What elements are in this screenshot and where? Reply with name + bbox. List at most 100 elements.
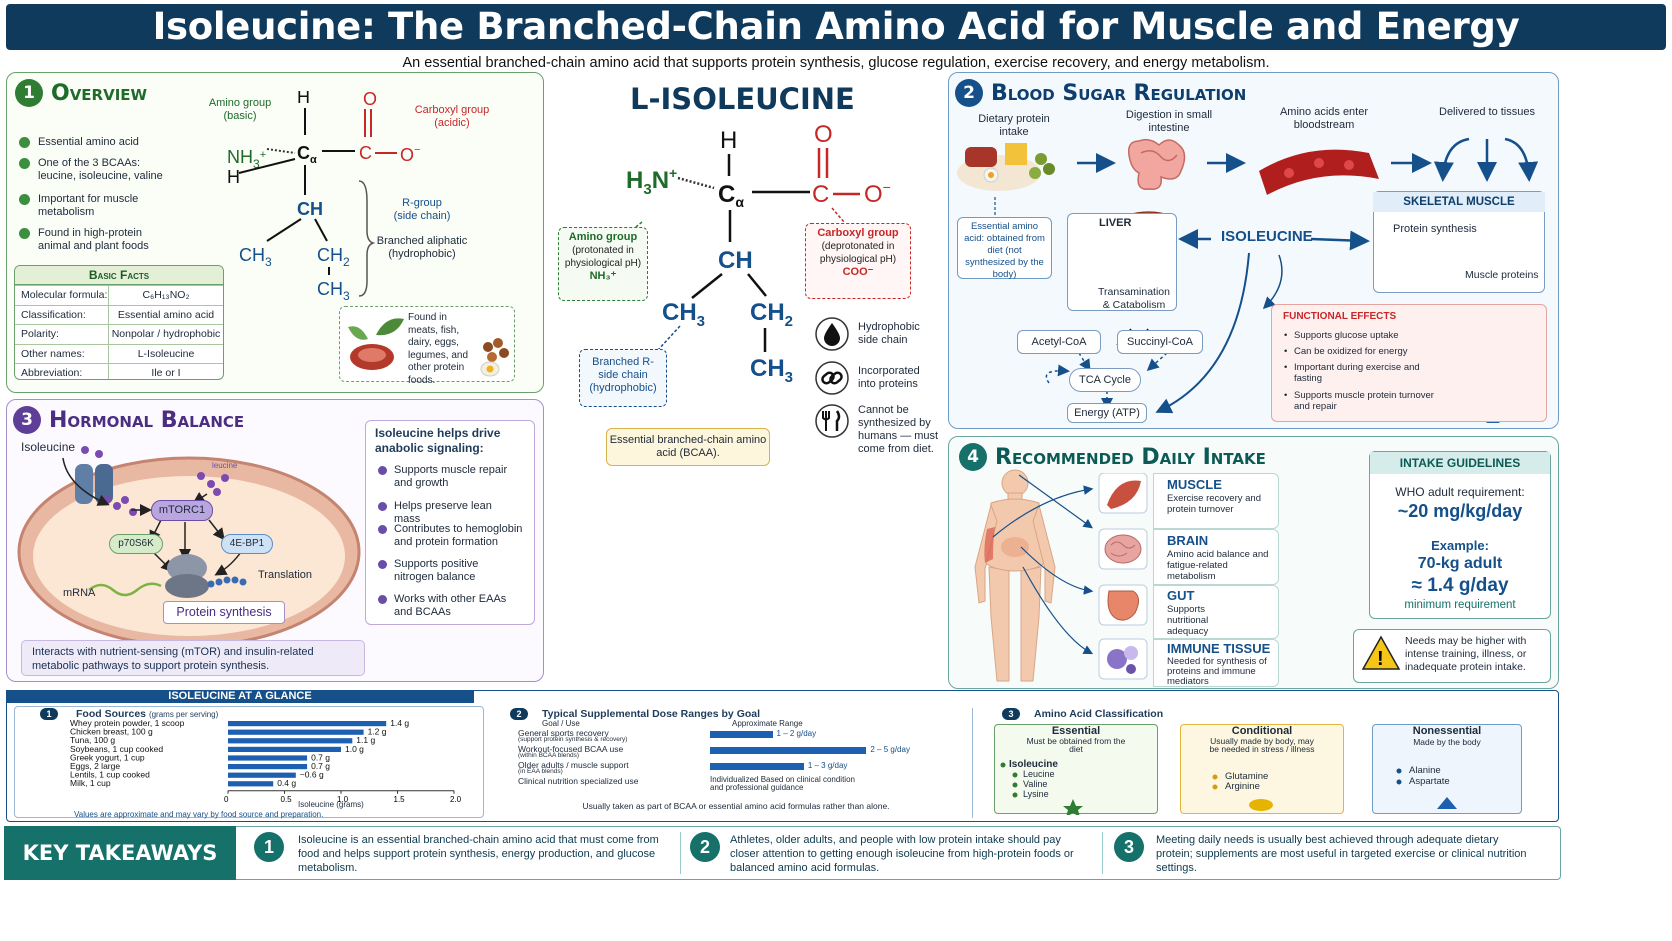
svg-text:O: O	[363, 91, 377, 109]
food-bar	[228, 772, 296, 778]
takeaway-divider	[1102, 832, 1103, 874]
effect-item: Supports muscle protein turnover and rep…	[1284, 390, 1434, 412]
step-dietary: Dietary protein intake	[978, 113, 1050, 138]
takeaway-number: 2	[690, 832, 720, 862]
transamination-label: Transamination & Catabolism	[1098, 286, 1170, 311]
svg-text:H: H	[297, 91, 310, 107]
food-category-label: Lentils, 1 cup cooked	[70, 770, 150, 780]
chain-link-icon	[815, 361, 849, 395]
step-bloodstream: Amino acids enter bloodstream	[1279, 106, 1369, 131]
overview-item: Found in high-protein animal and plant f…	[19, 227, 153, 253]
4e-bp1-node: 4E-BP1	[221, 534, 273, 554]
dose-goal: Clinical nutrition specialized use	[518, 776, 639, 786]
dose-bar	[710, 747, 867, 754]
food-category-label: Chicken breast, 100 g	[70, 727, 153, 737]
liver-box	[1067, 213, 1177, 311]
food-xaxis-label: Isoleucine (grams)	[298, 800, 364, 809]
skeletal-muscle-title: SKELETAL MUSCLE	[1373, 192, 1545, 212]
anabolic-title: Isoleucine helps drive anabolic signalin…	[375, 426, 501, 455]
glance-divider	[972, 708, 973, 818]
minimum-requirement-label: minimum requirement	[1404, 599, 1516, 611]
food-category-label: Greek yogurt, 1 cup	[70, 752, 145, 762]
legumes-icon	[480, 338, 509, 377]
example-amount: ≈ 1.4 g/day	[1411, 575, 1509, 596]
succinyl-coa-node: Succinyl-CoA	[1117, 330, 1203, 354]
acetyl-coa-node: Acetyl-CoA	[1017, 330, 1101, 354]
food-sources-note: Found in meats, fish, dairy, eggs, legum…	[339, 306, 515, 386]
nonessential-markers	[1396, 768, 1457, 809]
hormonal-footer: Interacts with nutrient-sensing (mTOR) a…	[21, 640, 365, 676]
overview-item: One of the 3 BCAAs: leucine, isoleucine,…	[19, 157, 163, 182]
food-bar	[228, 738, 353, 744]
facts-row: Molecular formula:C₆H₁₃NO₂	[15, 285, 223, 305]
svg-text:O: O	[814, 121, 833, 148]
food-x-tick-label: 1.5	[394, 795, 406, 804]
organ-name: BRAIN	[1167, 533, 1209, 548]
anabolic-box	[365, 420, 535, 625]
dose-note: Usually taken as part of BCAA or essenti…	[582, 801, 890, 811]
leucine-label: leucine	[212, 461, 238, 470]
food-value-label: 1.0 g	[345, 744, 364, 754]
dose-rows: General sports recovery(support protein …	[518, 729, 968, 797]
property-diet: Cannot be synthesized by humans — must c…	[858, 404, 939, 455]
who-value: ~20 mg/kg/day	[1397, 501, 1523, 521]
food-sources-chart-box	[14, 706, 484, 818]
food-category-label: Tuna, 100 g	[70, 735, 115, 745]
effect-item: Important during exercise and fasting	[1284, 362, 1434, 384]
conditional-item: Arginine	[1225, 781, 1260, 792]
effect-item: Supports glucose uptake	[1284, 330, 1434, 341]
food-value-label: 0.7 g	[311, 761, 330, 771]
takeaway-number: 3	[1114, 832, 1144, 862]
dose-range-label: 1 – 3 g/day	[807, 761, 848, 770]
dose-range-label: 1 – 2 g/day	[776, 729, 817, 738]
guidelines-title: INTAKE GUIDELINES	[1370, 452, 1550, 474]
example-label: Example:	[1431, 538, 1489, 553]
conditional-markers	[1212, 774, 1273, 811]
human-body-diagram	[974, 469, 1094, 682]
example-weight: 70-kg adult	[1417, 555, 1503, 572]
svg-text:C: C	[359, 143, 372, 163]
nonessential-item: Aspartate	[1409, 776, 1450, 787]
food-note: Values are approximate and may vary by f…	[74, 810, 324, 819]
svg-text:O−: O−	[400, 144, 420, 165]
facts-row: Classification:Essential amino acid	[15, 304, 223, 324]
essential-item: Lysine	[1023, 789, 1049, 799]
takeaway-number: 1	[254, 832, 284, 862]
organ-name: GUT	[1167, 588, 1195, 603]
essential-markers	[1000, 762, 1083, 815]
dose-goal: Older adults / muscle support	[518, 760, 629, 770]
page-subtitle: An essential branched-chain amino acid t…	[402, 55, 1270, 71]
food-bar	[228, 781, 274, 787]
essential-item: Leucine	[1023, 769, 1055, 779]
anabolic-item: Helps preserve lean mass	[378, 500, 519, 526]
organ-row-brain	[1153, 529, 1279, 585]
food-value-label: ~0.6 g	[300, 770, 324, 780]
food-x-tick-label: 0.5	[281, 795, 293, 804]
svg-text:CH2: CH2	[750, 299, 793, 330]
svg-text:CH3: CH3	[662, 299, 705, 330]
svg-text:H: H	[227, 167, 240, 187]
organ-desc: Amino acid balance and fatigue-related m…	[1167, 549, 1269, 582]
isoleucine-label: Isoleucine	[21, 440, 76, 454]
glance-title: ISOLEUCINE AT A GLANCE	[6, 690, 474, 703]
organ-row-gut	[1153, 585, 1279, 639]
overview-structure-diagram: NH3+ H Cα C O O− H CH CH3 CH2 CH3	[227, 91, 420, 303]
meat-icon	[348, 318, 404, 370]
effects-title: FUNCTIONAL EFFECTS	[1283, 311, 1397, 322]
dose-goal-sub: (within BCAA blends)	[518, 752, 580, 759]
translation-label: Translation	[258, 569, 313, 581]
essential-item: Isoleucine	[1009, 759, 1058, 770]
dose-range-label: 2 – 5 g/day	[870, 745, 910, 754]
food-bar	[228, 729, 364, 735]
takeaways-title: KEY TAKEAWAYS	[4, 826, 236, 880]
dose-bar	[710, 731, 773, 738]
food-bar	[228, 755, 308, 761]
food-value-label: 0.7 g	[311, 752, 330, 762]
food-category-label: Milk, 1 cup	[70, 778, 111, 788]
food-category-label: Eggs, 2 large	[70, 761, 120, 771]
